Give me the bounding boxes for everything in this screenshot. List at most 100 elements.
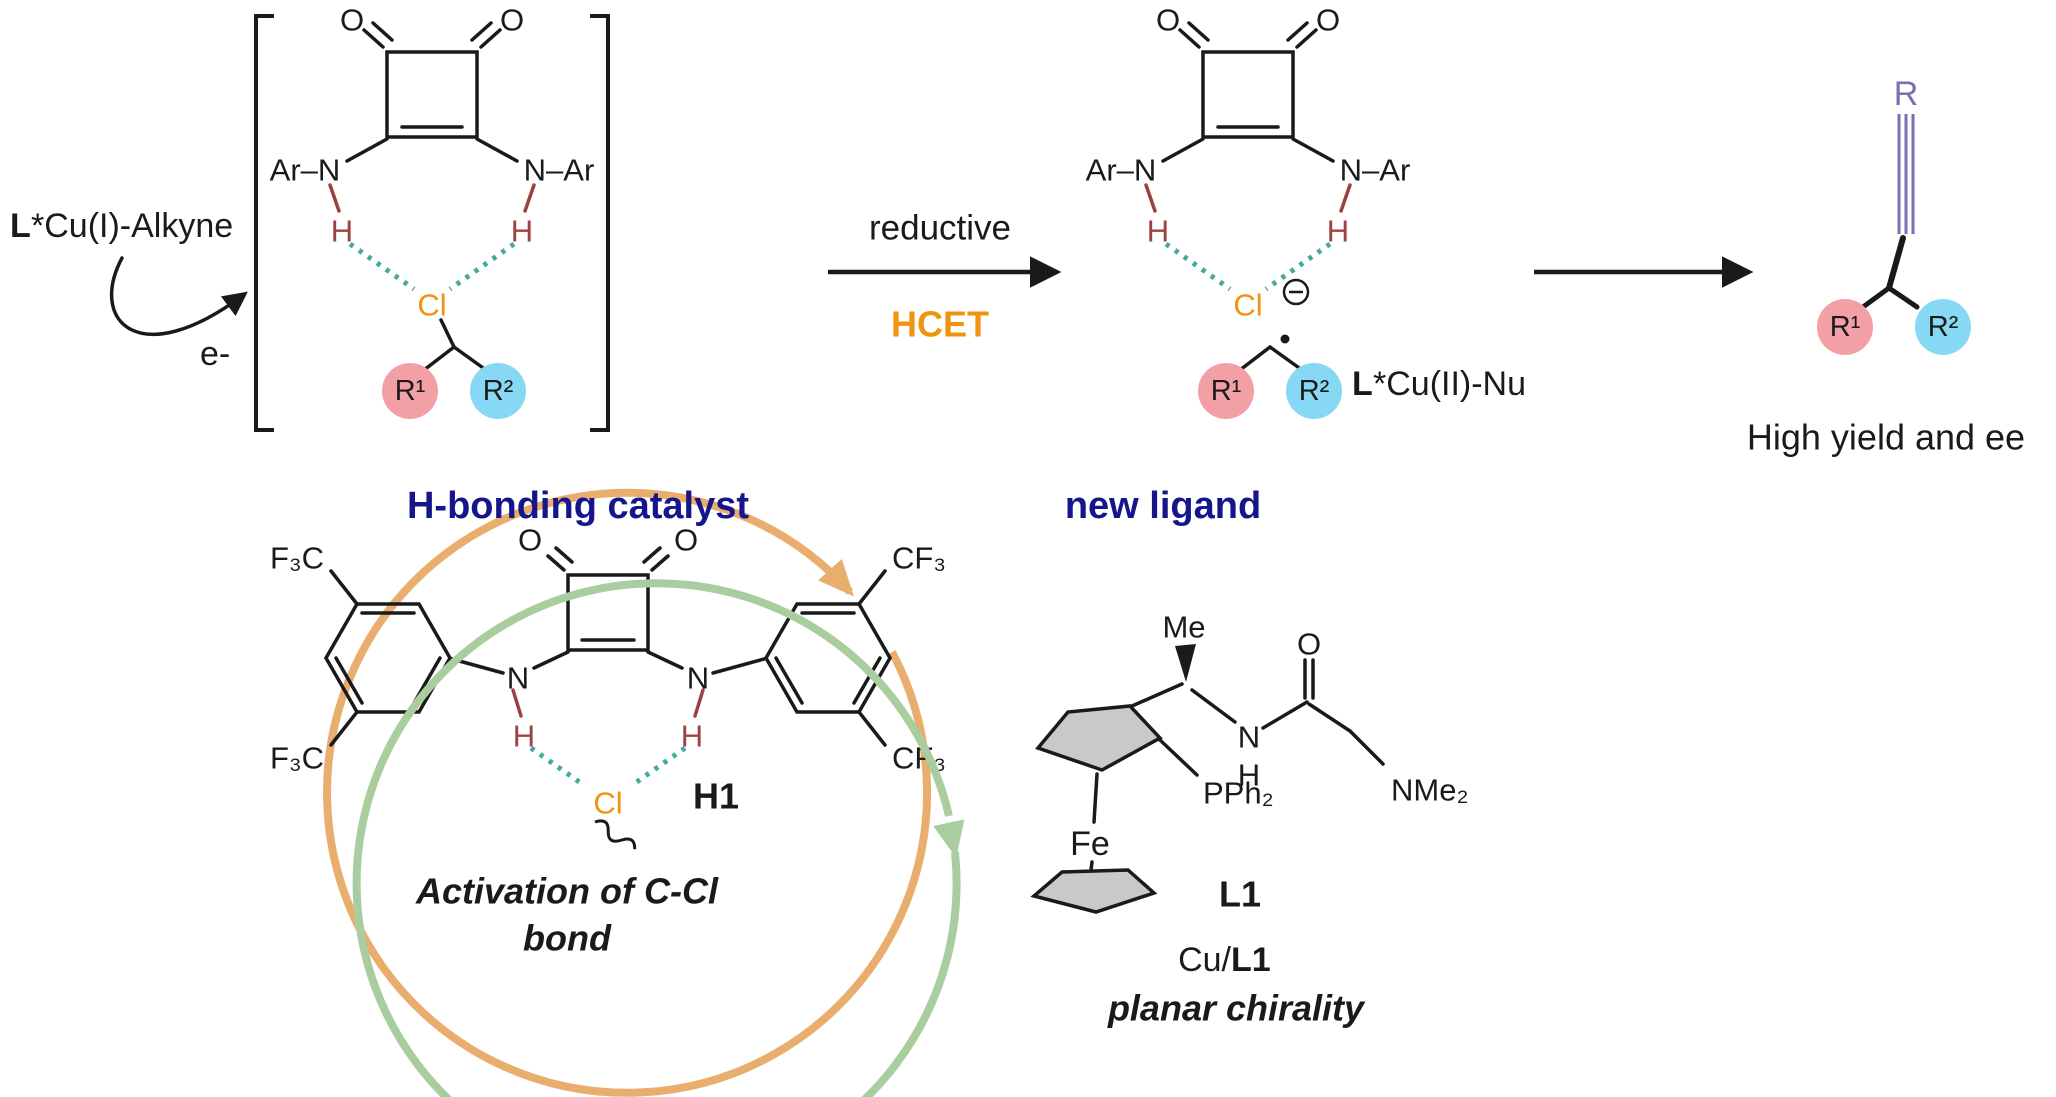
co-bond: [1178, 28, 1201, 49]
cf3-bond: [857, 569, 887, 606]
cf3-label: CF₃: [892, 541, 946, 576]
electron-label: e-: [200, 335, 230, 373]
cl-label: Cl: [593, 786, 622, 821]
c-r2-bond: [452, 345, 488, 372]
nh-bond: [523, 183, 536, 213]
co-bond: [479, 28, 502, 49]
ring-c-bond: [1130, 682, 1184, 708]
cn-bond: [646, 650, 684, 670]
cp-ring-bottom: [1030, 868, 1158, 914]
oxygen-label: O: [1316, 3, 1340, 38]
bracket-left: [254, 14, 274, 432]
me-label: Me: [1162, 610, 1205, 645]
r2-label: R²: [483, 375, 514, 407]
co-bond: [1286, 21, 1309, 42]
h-label: H: [1327, 214, 1349, 249]
intermediate-complex: O O Ar–N N–Ar H H Cl R¹ R² L *Cu(II)-Nu: [1086, 3, 1526, 419]
oxygen-label: O: [674, 523, 698, 558]
r1-label: R¹: [1211, 375, 1242, 407]
catalyst-title: H-bonding catalyst: [407, 485, 749, 527]
r2-circle: [1915, 299, 1971, 355]
r1-label: R¹: [1830, 311, 1861, 343]
squaramide-ring: [566, 573, 650, 652]
alkyne-c-bond: [1886, 235, 1906, 291]
cn-bond: [345, 137, 389, 163]
nh-bond: [693, 688, 705, 718]
ligand-title: new ligand: [1065, 485, 1261, 527]
c-r2-bond: [1268, 345, 1304, 372]
r1-circle: [1817, 299, 1873, 355]
n-label: N: [687, 661, 709, 696]
co-bond: [546, 554, 566, 572]
co-bond: [1187, 21, 1210, 42]
bracket-right: [590, 14, 610, 432]
h-bond-dashed: [629, 745, 687, 789]
co-bond: [554, 546, 574, 564]
catalyst-cycle: H-bonding catalyst O O N N F₃C F₃C CF₃: [270, 485, 946, 1097]
ligand-cycle-arc: [352, 579, 961, 1097]
c-r1-bond: [1860, 285, 1892, 310]
oxygen-label: O: [1297, 627, 1321, 662]
product-structure: R R¹ R² High yield and ee: [1747, 75, 2025, 458]
aromatic-double: [852, 656, 882, 705]
squiggle-bond: [594, 819, 637, 850]
catalyst-cycle-arrowhead: [818, 558, 855, 597]
electron-curved-arrow: [110, 256, 248, 337]
cl-label: Cl: [417, 288, 446, 323]
aryl-ring: [323, 602, 453, 714]
h-bond-dashed: [348, 241, 416, 292]
n-label: N: [507, 661, 529, 696]
fe-bond: [1092, 772, 1099, 824]
nh-bond: [1339, 183, 1352, 213]
reactant-label: *Cu(I)-Alkyne: [31, 207, 233, 245]
catalyst-caption-1: Activation of C-Cl: [415, 871, 719, 912]
ligand-name: L1: [1219, 874, 1261, 915]
co-ch2-bond: [1307, 702, 1352, 733]
fe-bond: [1089, 860, 1094, 872]
c-r2-bond: [1886, 285, 1920, 310]
nh-bond: [511, 688, 523, 718]
nme2-label: NMe₂: [1391, 773, 1469, 808]
oxygen-label: O: [340, 3, 364, 38]
aromatic-double: [774, 656, 804, 705]
product-r-label: R: [1894, 75, 1919, 113]
intermediate-label-bold: L: [1352, 365, 1373, 403]
cf3-bond: [329, 569, 359, 606]
c-cl-bond: [439, 318, 456, 349]
co-bond: [371, 21, 394, 42]
ar-n-label: Ar–N: [1086, 153, 1157, 188]
h-label: H: [1147, 214, 1169, 249]
h-bond-dashed: [1264, 241, 1332, 292]
aryl-ring: [763, 602, 893, 714]
r1-label: R¹: [395, 375, 426, 407]
co-bond: [470, 21, 493, 42]
n-aryl-bond: [711, 657, 766, 675]
co-bond: [362, 28, 385, 49]
c-r1-bond: [1238, 345, 1272, 372]
ligand-cycle-arrowhead: [933, 819, 965, 858]
cf3-bond: [857, 710, 887, 747]
n-label: N: [1238, 720, 1260, 755]
cn-bond: [532, 650, 570, 670]
ligand-caption: planar chirality: [1107, 988, 1366, 1029]
nh-bond: [1144, 183, 1157, 213]
nh-bond: [328, 183, 341, 213]
catalyst-caption-2: bond: [523, 918, 612, 959]
ring-p-bond: [1158, 738, 1199, 777]
pph2-label: PPh₂: [1203, 776, 1274, 811]
r2-label: R²: [1928, 311, 1959, 343]
squaramide-ring: [385, 50, 479, 139]
reaction-arrow-1: reductive HCET: [828, 209, 1062, 345]
n-ar-label: N–Ar: [524, 153, 595, 188]
complex-prefix: Cu/: [1178, 941, 1231, 979]
substrate-complex: O O Ar–N N–Ar H H Cl R¹ R²: [254, 3, 610, 432]
arrow-label-bottom: HCET: [891, 304, 989, 345]
h-bond-dashed: [1164, 241, 1232, 292]
reactant-label-bold: L: [10, 207, 31, 245]
cl-label: Cl: [1233, 288, 1262, 323]
complex-ligand: L1: [1231, 941, 1271, 979]
f3c-label: F₃C: [270, 741, 324, 776]
cn-bond: [1161, 137, 1205, 163]
